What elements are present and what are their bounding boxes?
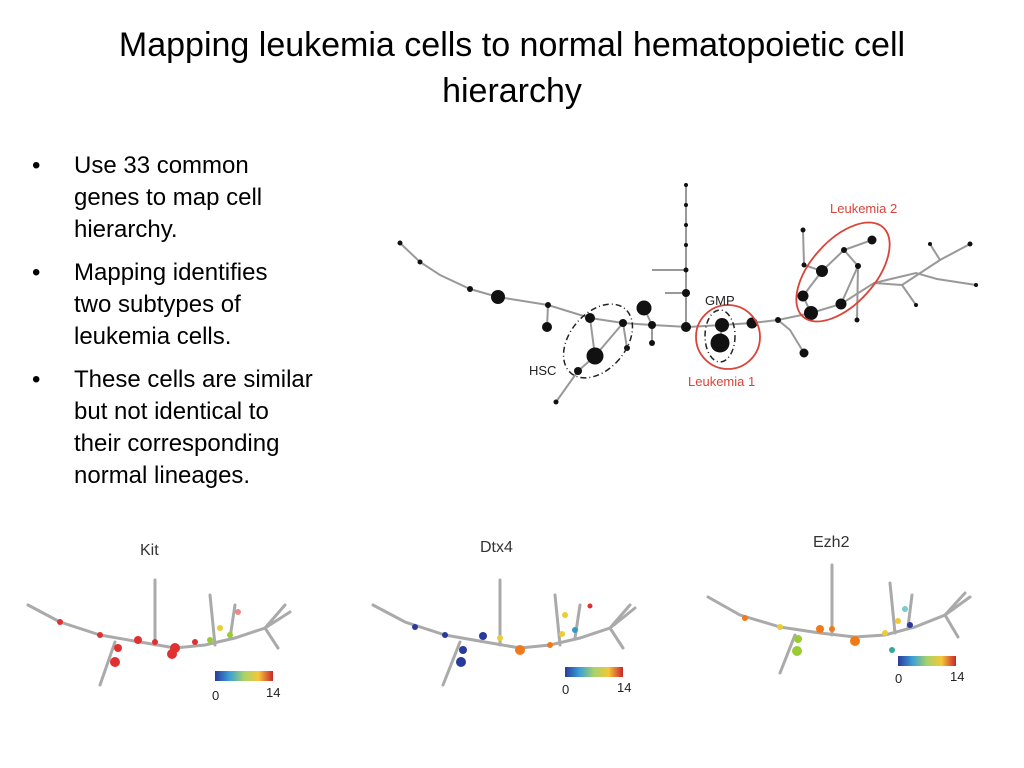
scale-min-label: 0 <box>212 688 219 703</box>
gmp-ellipse <box>704 309 736 363</box>
hierarchy-diagram: HSC GMP Leukemia 1 Leukemia 2 <box>397 183 978 405</box>
bullet-line: normal lineages. <box>74 462 251 489</box>
tree-node <box>682 289 690 297</box>
tree-node <box>553 399 559 405</box>
leukemia2-ellipse <box>795 221 891 323</box>
tree-node <box>928 242 932 246</box>
tree-node <box>684 223 688 227</box>
gene-panel-ezh2: Ezh2 0 14 <box>706 534 972 686</box>
tree-node <box>835 298 847 310</box>
scale-max-label: 14 <box>266 685 280 700</box>
tree-node <box>914 303 918 307</box>
scale-min-label: 0 <box>895 671 902 686</box>
tree-node <box>397 240 403 246</box>
bullet-item: • These cells are similar but not identi… <box>32 364 362 492</box>
bullet-line: but not identical to <box>74 398 269 425</box>
bullet-line: two subtypes of <box>74 291 241 318</box>
tree-node <box>684 243 688 247</box>
bullet-line: leukemia cells. <box>74 323 232 350</box>
tree-node <box>542 322 552 332</box>
color-scale-bar <box>215 671 273 681</box>
hsc-ellipse <box>562 303 634 379</box>
bullet-icon: • <box>32 259 41 286</box>
bullet-line: hierarchy. <box>74 216 178 243</box>
color-scale-bar <box>898 656 956 666</box>
bullet-icon: • <box>32 366 41 393</box>
tree-node <box>775 317 781 323</box>
expression-dots <box>57 609 241 667</box>
tree-node <box>491 290 505 304</box>
gmp-label: GMP <box>705 293 735 308</box>
tree-node <box>867 235 877 245</box>
bullet-item: • Mapping identifies two subtypes of leu… <box>32 257 362 353</box>
tree-node <box>799 348 809 358</box>
bullet-line: These cells are similar <box>74 366 313 393</box>
tree-node <box>797 290 809 302</box>
tree-node <box>467 286 473 292</box>
bullet-line: their corresponding <box>74 430 280 457</box>
bullet-icon: • <box>32 152 41 179</box>
tree-node <box>619 319 627 327</box>
tree-node <box>545 302 551 308</box>
tree-node <box>841 247 847 253</box>
tree-node <box>715 318 729 332</box>
tree-node <box>710 333 730 353</box>
bullet-list: • Use 33 common genes to map cell hierar… <box>32 150 362 503</box>
tree-node <box>586 347 604 365</box>
slide-title: Mapping leukemia cells to normal hematop… <box>60 22 964 114</box>
tree-node <box>800 227 806 233</box>
tree-node <box>684 203 688 207</box>
gene-name: Ezh2 <box>813 534 850 551</box>
leukemia1-ellipse <box>695 304 761 370</box>
tree-node <box>683 267 689 273</box>
bullet-line: Use 33 common <box>74 152 249 179</box>
bullet-line: genes to map cell <box>74 184 263 211</box>
bullet-item: • Use 33 common genes to map cell hierar… <box>32 150 362 246</box>
gene-name: Dtx4 <box>480 539 513 556</box>
hsc-label: HSC <box>529 363 556 378</box>
color-scale-bar <box>565 667 623 677</box>
tree-node <box>417 259 423 265</box>
gene-panel-kit: Kit 0 14 <box>26 542 292 703</box>
scale-min-label: 0 <box>562 682 569 697</box>
scale-max-label: 14 <box>950 669 964 684</box>
expression-dots <box>742 606 913 656</box>
tree-node <box>649 340 655 346</box>
scale-max-label: 14 <box>617 680 631 695</box>
tree-node <box>801 262 807 268</box>
tree-node <box>648 321 656 329</box>
tree-node <box>585 313 595 323</box>
tree-node <box>816 265 828 277</box>
tree-node <box>855 263 861 269</box>
bullet-line: Mapping identifies <box>74 259 268 286</box>
slide-title-line-1: Mapping leukemia cells to normal hematop… <box>118 26 906 64</box>
tree-node <box>974 283 978 287</box>
tree-node <box>574 367 582 375</box>
tree-node <box>636 300 652 316</box>
gene-name: Kit <box>140 542 159 559</box>
leukemia2-label: Leukemia 2 <box>830 201 897 216</box>
tree-node <box>684 183 688 187</box>
slide-title-line-2: hierarchy <box>442 72 582 110</box>
leukemia1-label: Leukemia 1 <box>688 374 755 389</box>
tree-node <box>804 306 818 320</box>
expression-dots <box>412 603 593 667</box>
gene-panel-dtx4: Dtx4 0 14 <box>371 539 637 697</box>
tree-node <box>967 241 973 247</box>
tree-node <box>854 317 860 323</box>
tree-node <box>681 322 691 332</box>
